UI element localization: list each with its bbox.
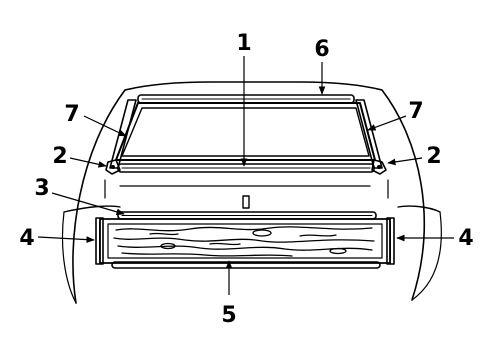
woodgrain-texture <box>113 226 375 257</box>
leader-2-left <box>69 157 107 168</box>
woodgrain-applique-panel <box>99 218 391 264</box>
callout-3: 3 <box>34 176 49 201</box>
side-reveal-molding-right <box>355 99 383 169</box>
deck-lid-lock <box>242 195 250 209</box>
corner-clip-left <box>105 159 121 175</box>
callout-5: 5 <box>221 303 236 328</box>
applique-lower-molding <box>111 261 381 269</box>
leader-7-right <box>367 115 407 131</box>
leader-3 <box>51 192 125 216</box>
callout-2-left: 2 <box>52 144 67 169</box>
car-body-outline <box>61 81 442 304</box>
upper-reveal-molding <box>137 94 355 104</box>
leader-2-right <box>387 157 423 166</box>
leader-lines <box>37 56 454 295</box>
callout-4-left: 4 <box>19 226 34 251</box>
applique-end-cap-right <box>386 217 395 265</box>
side-reveal-molding-left <box>109 99 137 169</box>
lower-reveal-molding <box>117 163 375 173</box>
corner-clip-right <box>371 159 387 175</box>
callout-7-right: 7 <box>408 99 423 124</box>
leader-7-left <box>83 115 127 137</box>
callout-labels: 1 6 7 7 2 2 3 4 4 5 <box>19 31 473 328</box>
callout-4-right: 4 <box>458 226 473 251</box>
applique-end-cap-left <box>95 217 104 265</box>
callout-7-left: 7 <box>64 102 79 127</box>
callout-6: 6 <box>314 37 329 62</box>
applique-upper-molding <box>117 211 377 220</box>
rear-window-glass <box>115 102 376 161</box>
callout-2-right: 2 <box>426 144 441 169</box>
callout-1: 1 <box>236 31 251 56</box>
leader-4-left <box>37 236 95 243</box>
